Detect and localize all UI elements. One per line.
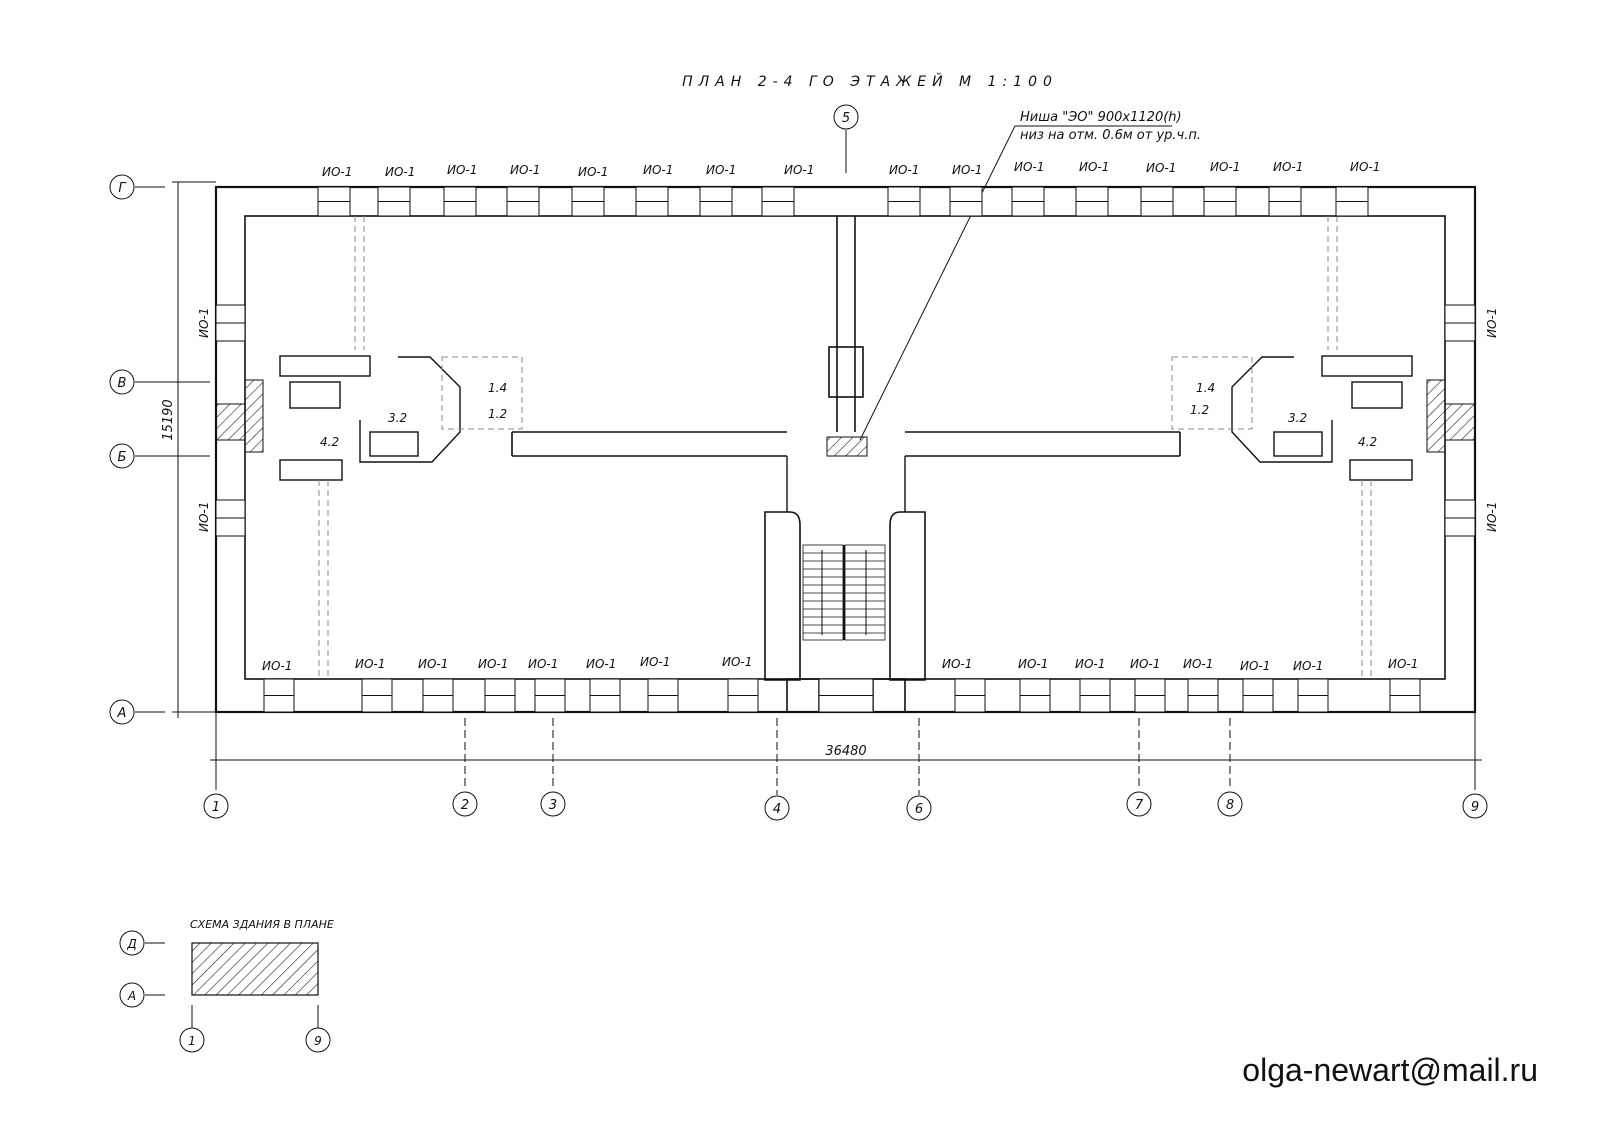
- axis-label-b: Б: [118, 450, 127, 465]
- window-label: ИО-1: [1018, 657, 1048, 671]
- window-label: ИО-1: [262, 659, 292, 673]
- window-label: ИО-1: [1183, 657, 1213, 671]
- schema-hatched-rect: [191, 942, 319, 996]
- window-label: ИО-1: [1273, 160, 1303, 174]
- window-label: ИО-1: [418, 657, 448, 671]
- window-label: ИО-1: [1146, 161, 1176, 175]
- window-label: ИО-1: [1240, 659, 1270, 673]
- window-label: ИО-1: [1350, 160, 1380, 174]
- schema-axis-bottom: А: [127, 989, 136, 1003]
- window-label: ИО-1: [1014, 160, 1044, 174]
- room-label-right-14: 1.4: [1196, 381, 1215, 395]
- window-label: ИО-1: [1079, 160, 1109, 174]
- window-label: ИО-1: [322, 165, 352, 179]
- room-label-left-12: 1.2: [488, 407, 507, 421]
- room-label-left-42: 4.2: [320, 435, 339, 449]
- niche-note: Ниша "ЭО" 900х1120(h) низ на отм. 0.6м о…: [859, 110, 1201, 441]
- window-label: ИО-1: [1293, 659, 1323, 673]
- plan-title: ПЛАН 2-4 ГО ЭТАЖЕЙ М 1:100: [682, 72, 1058, 90]
- schema-title: СХЕМА ЗДАНИЯ В ПЛАНЕ: [190, 918, 334, 931]
- wet-zones: [279, 355, 1413, 481]
- window-label: ИО-1: [578, 165, 608, 179]
- room-label-left-32: 3.2: [388, 411, 407, 425]
- axis-label-g: Г: [118, 181, 127, 196]
- author-email[interactable]: olga-newart@mail.ru: [1242, 1052, 1538, 1088]
- dashed-lines: [318, 216, 1372, 679]
- axis-label-1: 1: [212, 800, 220, 815]
- window-label: ИО-1: [1130, 657, 1160, 671]
- window-labels-top: ИО-1 ИО-1 ИО-1 ИО-1 ИО-1 ИО-1 ИО-1 ИО-1 …: [322, 160, 1380, 179]
- window-label: ИО-1: [528, 657, 558, 671]
- hatched-walls: [215, 379, 1476, 457]
- window-label: ИО-1: [706, 163, 736, 177]
- window-label: ИО-1: [784, 163, 814, 177]
- axis-labels: 1 2 3 4 5 6 7 8 9 Г В Б А: [117, 111, 1480, 817]
- window-label: ИО-1: [1485, 308, 1499, 338]
- window-label: ИО-1: [586, 657, 616, 671]
- window-label: ИО-1: [447, 163, 477, 177]
- axis-label-3: 3: [549, 798, 557, 813]
- axis-label-7: 7: [1135, 798, 1144, 813]
- window-label: ИО-1: [510, 163, 540, 177]
- schema-axis-top: Д: [126, 937, 136, 951]
- room-labels: 4.2 3.2 1.4 1.2 1.4 1.2 3.2 4.2: [320, 381, 1377, 449]
- room-label-right-12: 1.2: [1190, 403, 1209, 417]
- window-label: ИО-1: [643, 163, 673, 177]
- axis-label-4: 4: [773, 802, 781, 817]
- axis-label-6: 6: [915, 802, 923, 817]
- niche-note-line2: низ на отм. 0.6м от ур.ч.п.: [1020, 128, 1201, 143]
- niche-note-line1: Ниша "ЭО" 900х1120(h): [1020, 110, 1182, 125]
- window-label: ИО-1: [640, 655, 670, 669]
- axis-label-2: 2: [461, 798, 469, 813]
- schema-axis-left: 1: [188, 1034, 196, 1048]
- window-label: ИО-1: [197, 502, 211, 532]
- window-label: ИО-1: [385, 165, 415, 179]
- window-label: ИО-1: [952, 163, 982, 177]
- window-label: ИО-1: [355, 657, 385, 671]
- room-label-right-42: 4.2: [1358, 435, 1377, 449]
- window-label: ИО-1: [1075, 657, 1105, 671]
- window-label: ИО-1: [478, 657, 508, 671]
- room-label-right-32: 3.2: [1288, 411, 1307, 425]
- window-labels-bottom: ИО-1 ИО-1 ИО-1 ИО-1 ИО-1 ИО-1 ИО-1 ИО-1 …: [262, 655, 1418, 673]
- axis-label-5: 5: [842, 111, 850, 126]
- window-label: ИО-1: [1485, 502, 1499, 532]
- room-label-left-14: 1.4: [488, 381, 507, 395]
- dimension-total-length: 36480: [825, 744, 866, 759]
- window-labels-side: ИО-1 ИО-1 ИО-1 ИО-1: [197, 308, 1499, 532]
- axis-label-8: 8: [1226, 798, 1234, 813]
- dimension-total-width: 15190: [161, 399, 176, 440]
- axis-label-v: В: [118, 376, 127, 391]
- window-label: ИО-1: [889, 163, 919, 177]
- axis-label-a: А: [117, 706, 127, 721]
- window-label: ИО-1: [1388, 657, 1418, 671]
- stair-flight: [802, 544, 886, 641]
- window-label: ИО-1: [1210, 160, 1240, 174]
- axis-label-9: 9: [1471, 800, 1479, 815]
- window-label: ИО-1: [942, 657, 972, 671]
- schema-axis-right: 9: [314, 1034, 322, 1048]
- window-label: ИО-1: [722, 655, 752, 669]
- grid-axes: [109, 104, 1488, 821]
- building-schema: СХЕМА ЗДАНИЯ В ПЛАНЕ Д А 1 9: [119, 918, 334, 1053]
- window-openings: [215, 186, 1476, 713]
- window-label: ИО-1: [197, 308, 211, 338]
